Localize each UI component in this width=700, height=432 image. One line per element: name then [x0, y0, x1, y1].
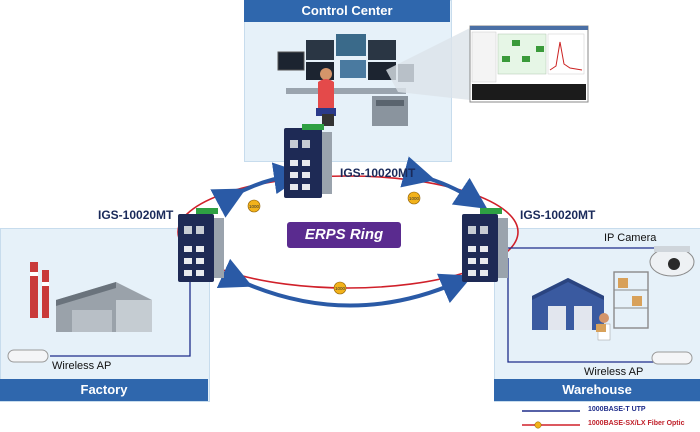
ring-arrow-bottom [216, 258, 473, 308]
svg-text:1000: 1000 [335, 286, 346, 291]
ring-arrow-left [210, 162, 306, 218]
fiber-badge-bottom: 1000 [333, 281, 347, 295]
switch-label-left: IGS-10020MT [98, 208, 174, 222]
switch-left [178, 208, 224, 282]
wireless-ap-warehouse-icon [651, 351, 693, 365]
utp-link-camera [490, 247, 661, 260]
control-center-title: Control Center [244, 0, 450, 22]
switch-top [284, 124, 332, 198]
legend-utp-text: 1000BASE-T UTP [588, 406, 646, 413]
utp-link-factory-ap [50, 258, 191, 357]
warehouse-title: Warehouse [494, 379, 700, 401]
factory-illustration [30, 262, 152, 332]
fiber-badge-left: 1000 [247, 199, 261, 213]
factory-title: Factory [0, 379, 208, 401]
software-screenshot-callout [386, 25, 589, 103]
fiber-badge-right: 1000 [407, 191, 421, 205]
legend-fiber-badge-icon [534, 421, 542, 429]
ip-camera-icon [649, 246, 695, 277]
switch-label-top: IGS-10020MT [340, 166, 416, 180]
ip-camera-label: IP Camera [604, 232, 657, 244]
switch-right [462, 208, 508, 282]
wireless-ap-warehouse-label: Wireless AP [584, 366, 644, 378]
legend-fiber-text: 1000BASE-SX/LX Fiber Optic [588, 420, 685, 427]
erps-ring-label: ERPS Ring [287, 222, 401, 248]
svg-text:1000: 1000 [409, 196, 420, 201]
svg-text:1000: 1000 [249, 204, 260, 209]
warehouse-illustration [532, 271, 649, 341]
ring-arrow-right [400, 156, 488, 209]
wireless-ap-factory-icon [7, 349, 49, 363]
utp-link-warehouse-ap [507, 258, 660, 363]
wireless-ap-factory-label: Wireless AP [52, 360, 112, 372]
monitor-wall-illustration [277, 34, 414, 126]
switch-label-right: IGS-10020MT [520, 208, 596, 222]
